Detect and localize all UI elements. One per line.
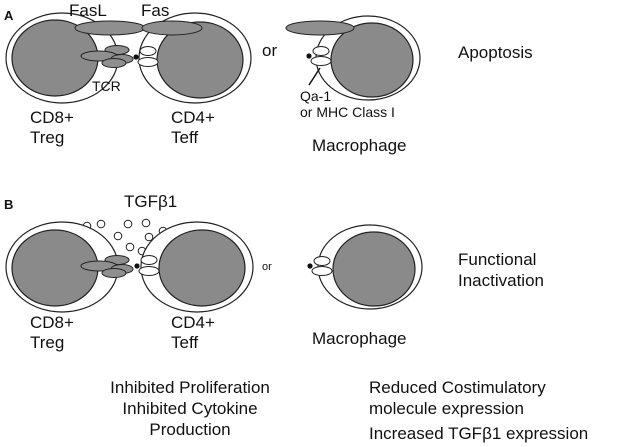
tgf-particle bbox=[144, 232, 154, 242]
macrophage-label-b: Macrophage bbox=[312, 329, 407, 348]
tgf-particle bbox=[96, 219, 106, 229]
fasl-molecule bbox=[74, 20, 146, 36]
cd4-label-line2: Teff bbox=[171, 128, 198, 147]
macrophage-nucleus bbox=[332, 231, 416, 307]
cd4-teff-nucleus bbox=[158, 229, 246, 307]
fas-molecule bbox=[141, 20, 203, 36]
tgf-particle bbox=[125, 242, 135, 252]
qa1-molecule bbox=[313, 256, 331, 266]
qa1-molecule bbox=[312, 46, 330, 56]
qa1-molecule bbox=[310, 56, 332, 66]
peptide-dot bbox=[134, 263, 140, 269]
qa1-pointer-line bbox=[308, 67, 321, 86]
panel-b-letter: B bbox=[4, 197, 13, 212]
panel-b: B TGFβ1 bbox=[4, 192, 588, 443]
cd8-label-line1: CD8+ bbox=[30, 108, 74, 127]
tgf-beta1-label: TGFβ1 bbox=[124, 192, 177, 211]
effect-mac-line1: Reduced Costimulatory bbox=[369, 378, 546, 397]
tcr-label: TCR bbox=[92, 78, 121, 94]
or-label-a: or bbox=[262, 41, 277, 60]
effect-teff-line3: Production bbox=[149, 420, 230, 439]
or-label-b: or bbox=[262, 261, 272, 273]
macrophage-nucleus bbox=[330, 22, 414, 98]
functional-label: Functional bbox=[458, 250, 536, 269]
cd4-label-line1: CD4+ bbox=[171, 108, 215, 127]
peptide-dot bbox=[307, 263, 313, 269]
qa1-label-line2: or MHC Class I bbox=[300, 104, 395, 120]
tgf-particle bbox=[113, 231, 123, 241]
qa1-molecule bbox=[137, 57, 159, 67]
cd8-label-b-line2: Treg bbox=[30, 333, 64, 352]
cd8-label-line2: Treg bbox=[30, 128, 64, 147]
cd8-treg-cell-b bbox=[5, 221, 119, 313]
fasl-label: FasL bbox=[69, 1, 107, 20]
macrophage-label-a: Macrophage bbox=[312, 136, 407, 155]
cd4-teff-cell-a bbox=[138, 12, 252, 104]
peptide-dot bbox=[133, 54, 139, 60]
tgf-particle bbox=[141, 218, 151, 228]
apoptosis-label: Apoptosis bbox=[458, 43, 533, 62]
qa1-molecule bbox=[311, 266, 333, 276]
qa1-molecule bbox=[138, 266, 160, 276]
peptide-dot bbox=[306, 53, 312, 59]
fas-molecule bbox=[285, 20, 355, 36]
panel-a: A FasL Fas TCR CD8+ Treg CD4+ Teff or bbox=[4, 1, 533, 155]
effect-teff-line1: Inhibited Proliferation bbox=[110, 378, 270, 397]
effect-mac-line3: Increased TGFβ1 expression bbox=[369, 424, 588, 443]
cd4-label-b-line1: CD4+ bbox=[171, 313, 215, 332]
macrophage-b bbox=[317, 224, 423, 310]
effect-teff-line2: Inhibited Cytokine bbox=[122, 399, 257, 418]
cd4-teff-cell-b bbox=[140, 221, 254, 313]
tcr-molecule bbox=[101, 58, 127, 68]
cd4-label-b-line2: Teff bbox=[171, 333, 198, 352]
tcr-molecule bbox=[101, 268, 127, 278]
panel-a-letter: A bbox=[4, 8, 14, 23]
fas-label: Fas bbox=[141, 1, 169, 20]
inactivation-label: Inactivation bbox=[458, 271, 544, 290]
qa1-molecule bbox=[140, 255, 158, 265]
tgf-particle bbox=[123, 219, 133, 229]
cd8-label-b-line1: CD8+ bbox=[30, 313, 74, 332]
qa1-label-line1: Qa-1 bbox=[300, 88, 331, 104]
effect-mac-line2: molecule expression bbox=[369, 399, 524, 418]
qa1-molecule bbox=[139, 46, 157, 56]
